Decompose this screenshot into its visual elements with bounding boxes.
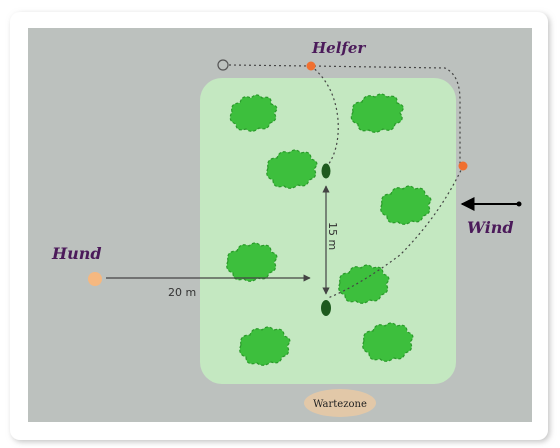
bush-4: [380, 185, 432, 225]
wind-arrow-tail: [516, 201, 522, 207]
helper-dot-top: [306, 61, 316, 71]
waiting-zone: [304, 389, 376, 417]
helper-path-top: [228, 64, 461, 166]
bush-5: [226, 242, 278, 282]
helper-dot-right: [458, 161, 468, 171]
helper-path-right-branch: [327, 165, 464, 299]
wind-label: Wind: [467, 218, 514, 237]
hiding-spot-lower: [321, 300, 331, 316]
bush-6: [338, 264, 390, 304]
bushes: [226, 93, 432, 366]
distance-label-vertical: 15 m: [326, 222, 339, 250]
hiding-spot-upper: [321, 163, 331, 179]
dog-label: Hund: [51, 244, 102, 263]
bush-2: [350, 93, 404, 133]
helper-label: Helfer: [311, 39, 366, 57]
start-point-marker: [217, 59, 229, 71]
distance-label-horizontal: 20 m: [168, 286, 196, 299]
dog-dot: [88, 272, 102, 286]
bush-1: [229, 94, 278, 132]
bush-3: [266, 149, 318, 189]
bush-8: [362, 322, 414, 362]
bush-7: [239, 326, 291, 366]
waiting-zone-label: Wartezone: [313, 399, 367, 410]
